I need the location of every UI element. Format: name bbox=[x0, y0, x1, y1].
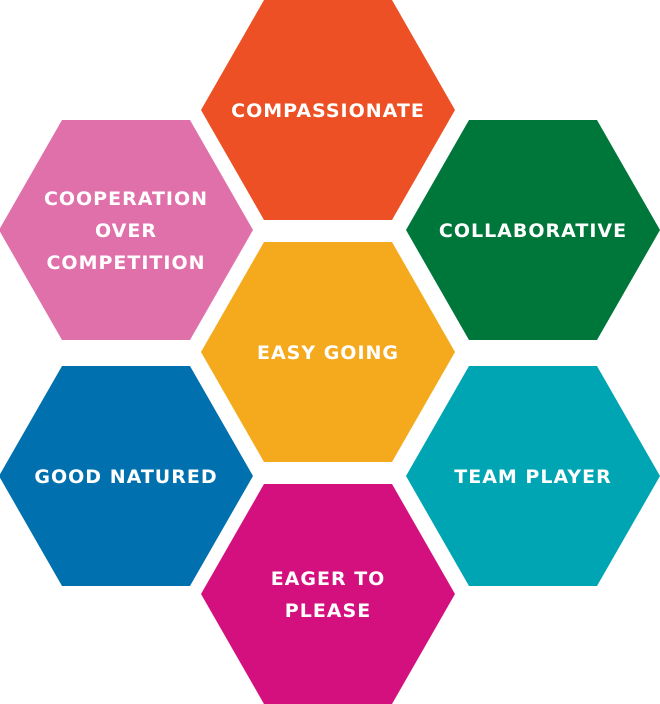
hexagon-shape bbox=[406, 120, 660, 340]
hexagon-shape bbox=[0, 366, 253, 586]
hexagon-good-natured: GOOD NATURED bbox=[0, 366, 253, 586]
hexagon-compassionate: COMPASSIONATE bbox=[201, 0, 455, 220]
hexagon-collaborative: COLLABORATIVE bbox=[406, 120, 660, 340]
hexagon-label: OVER bbox=[95, 220, 157, 242]
hexagon-shape bbox=[406, 366, 660, 586]
hexagon-label: PLEASE bbox=[285, 600, 371, 622]
hexagon-label: GOOD NATURED bbox=[34, 466, 217, 488]
hexagon-team-player: TEAM PLAYER bbox=[406, 366, 660, 586]
hexagon-label: COLLABORATIVE bbox=[439, 220, 627, 242]
hexagon-label: EASY GOING bbox=[257, 342, 399, 364]
hexagon-shape bbox=[0, 120, 253, 340]
hexagon-label: COOPERATION bbox=[44, 188, 208, 210]
hexagon-shape bbox=[201, 242, 455, 462]
hexagon-shape bbox=[201, 0, 455, 220]
hexagon-cooperation-over-competition: COOPERATION OVER COMPETITION bbox=[0, 120, 253, 340]
hexagon-label: COMPETITION bbox=[46, 252, 205, 274]
hexagon-shape bbox=[201, 484, 455, 704]
hexagon-label: COMPASSIONATE bbox=[231, 100, 425, 122]
hexagon-easy-going: EASY GOING bbox=[201, 242, 455, 462]
hexagon-label: TEAM PLAYER bbox=[454, 466, 611, 488]
hexagon-label: EAGER TO bbox=[271, 568, 386, 590]
hexagon-eager-to-please: EAGER TO PLEASE bbox=[201, 484, 455, 704]
